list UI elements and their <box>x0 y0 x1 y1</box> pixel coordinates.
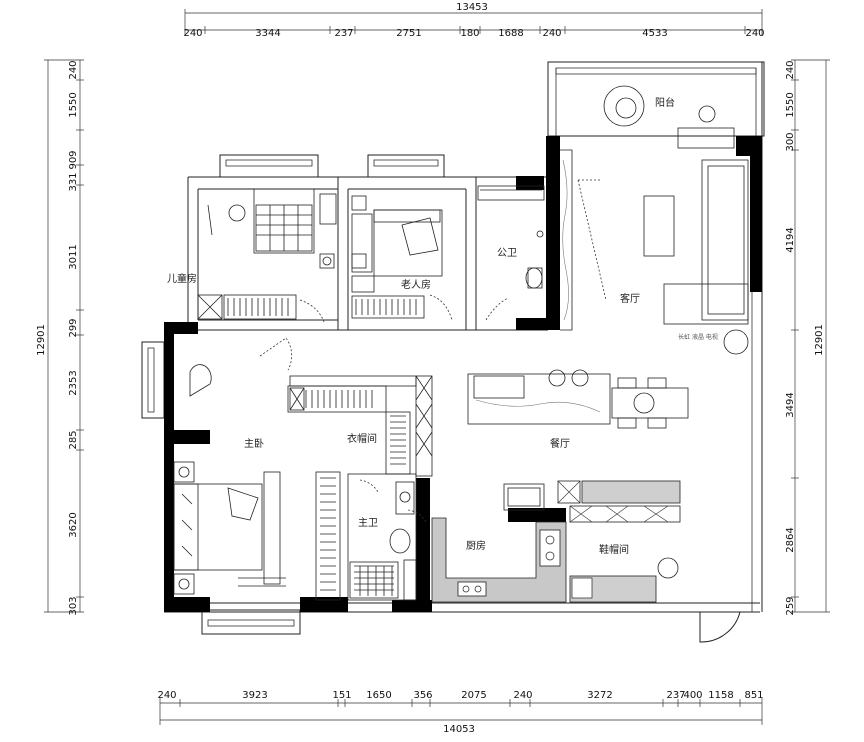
room-label-public-bath: 公卫 <box>497 248 517 259</box>
dim-top-4: 2751 <box>396 28 421 39</box>
dim-left-7: 2353 <box>68 370 79 395</box>
dim-top-7: 240 <box>542 28 561 39</box>
dim-left-6: 299 <box>68 318 79 337</box>
dim-right-4: 4194 <box>785 227 796 252</box>
dim-top-2: 3344 <box>255 28 280 39</box>
dim-bottom-6: 2075 <box>461 690 486 701</box>
dim-left-8: 285 <box>68 430 79 449</box>
dim-right-1: 240 <box>785 60 796 79</box>
dim-left-3: 909 <box>68 150 79 169</box>
dim-left-4: 331 <box>68 172 79 191</box>
tv-wall-label: 长虹 液晶 电视 <box>678 333 718 341</box>
room-label-dining-room: 餐厅 <box>550 437 570 450</box>
dim-bottom-11: 1158 <box>708 690 733 701</box>
room-label-living-room: 客厅 <box>620 292 640 305</box>
dim-left-2: 1550 <box>68 92 79 117</box>
dim-right-6: 2864 <box>785 527 796 552</box>
shoe-cabinet <box>557 480 681 603</box>
dim-right-3: 300 <box>785 132 796 151</box>
room-label-master-bedroom: 主卧 <box>244 437 264 450</box>
dim-left-total: 12901 <box>36 324 47 356</box>
dim-right-total: 12901 <box>814 324 825 356</box>
dim-left-10: 303 <box>68 596 79 615</box>
master-bath-fixtures <box>347 473 417 601</box>
dim-bottom-5: 356 <box>413 690 432 701</box>
dim-top-5: 180 <box>460 28 479 39</box>
dim-top-6: 1688 <box>498 28 523 39</box>
dim-bottom-10: 400 <box>683 690 702 701</box>
dim-bottom-7: 240 <box>513 690 532 701</box>
dim-left-9: 3620 <box>68 512 79 537</box>
dim-top-3: 237 <box>334 28 353 39</box>
bedroom-furniture <box>173 188 443 595</box>
room-label-elder-room: 老人房 <box>401 278 431 291</box>
cabinets <box>197 294 433 601</box>
dim-bottom-1: 240 <box>157 690 176 701</box>
dim-top-8: 4533 <box>642 28 667 39</box>
dim-bottom-4: 1650 <box>366 690 391 701</box>
dim-right-7: 259 <box>785 596 796 615</box>
dim-bottom-total: 14053 <box>443 724 475 735</box>
dim-bottom-9: 237 <box>666 690 685 701</box>
room-label-cloakroom: 衣帽间 <box>347 432 377 445</box>
dim-top-total: 13453 <box>456 2 488 13</box>
dim-bottom-3: 151 <box>332 690 351 701</box>
room-label-master-bath: 主卫 <box>358 517 378 529</box>
room-label-kitchen: 厨房 <box>466 539 486 552</box>
balcony-furniture <box>603 85 735 149</box>
dim-right-2: 1550 <box>785 92 796 117</box>
room-label-shoe-room: 鞋帽间 <box>599 543 629 556</box>
outline <box>141 61 765 643</box>
dim-bottom-12: 851 <box>744 690 763 701</box>
walls <box>164 136 762 612</box>
room-label-child-room: 儿童房 <box>167 272 197 285</box>
public-bath-fixtures <box>477 149 573 331</box>
doors <box>259 294 509 523</box>
dim-left-1: 240 <box>68 60 79 79</box>
dim-top-9: 240 <box>745 28 764 39</box>
dim-top-1: 240 <box>183 28 202 39</box>
dim-left-5: 3011 <box>68 244 79 269</box>
dim-right-5: 3494 <box>785 392 796 417</box>
dim-bottom-8: 3272 <box>587 690 612 701</box>
room-label-balcony: 阳台 <box>655 96 675 109</box>
dim-bottom-2: 3923 <box>242 690 267 701</box>
dining-furniture <box>467 369 689 429</box>
dimension-lines <box>44 9 830 725</box>
living-room-furniture <box>577 159 749 355</box>
kitchen-counter <box>431 517 567 603</box>
kitchen-fridge <box>503 483 545 511</box>
